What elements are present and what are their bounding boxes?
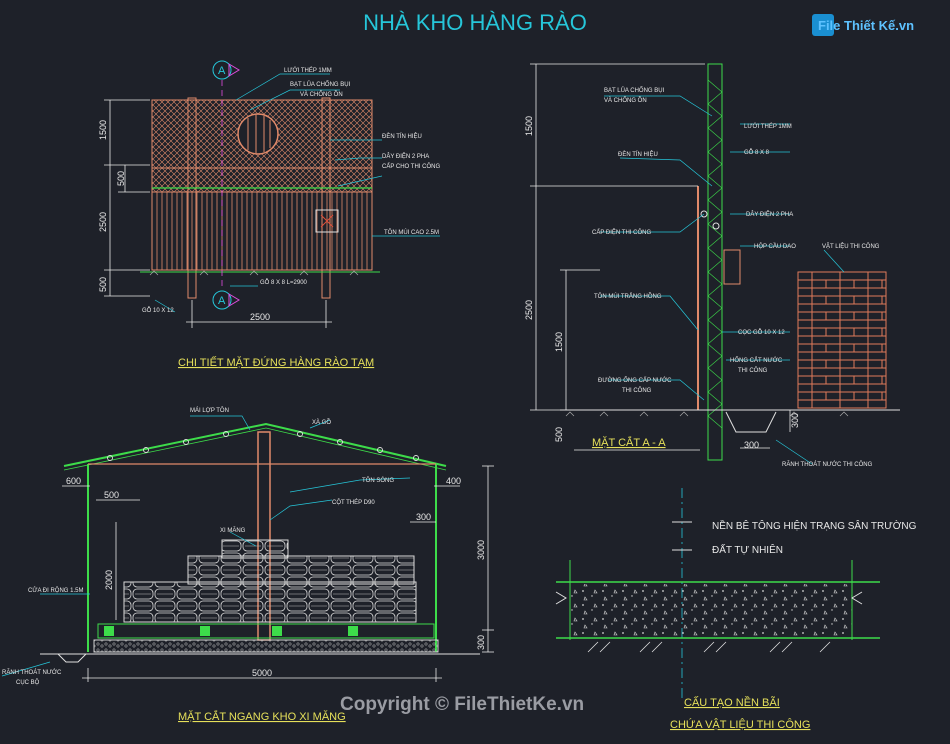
label-aa-pile: CỌC GỖ 10 X 12 xyxy=(738,329,785,336)
warehouse-section xyxy=(1,415,494,682)
label-wh-roof: MÁI LỢP TÔN xyxy=(190,407,229,414)
label-wh-door: CỬA ĐI RỘNG 1.5M xyxy=(28,587,83,594)
caption-warehouse: MẶT CẮT NGANG KHO XI MĂNG xyxy=(178,710,346,723)
section-aa xyxy=(530,63,900,465)
label-wood: GỖ 10 X 12 xyxy=(142,307,174,314)
label-supply: CẤP CHO THI CÔNG xyxy=(382,163,440,170)
dim-wh-600: 600 xyxy=(66,476,81,486)
dim-wh-400: 400 xyxy=(446,476,461,486)
dim-wh-300b: 300 xyxy=(476,635,486,650)
label-aa-mesh: LƯỚI THÉP 1MM xyxy=(744,123,792,130)
brand-logo: File Thiết Kế.vn xyxy=(812,12,920,40)
dim-aa-2500: 2500 xyxy=(524,300,534,320)
dim-aa-1500b: 1500 xyxy=(554,332,564,352)
label-wh-purlin: XÀ GỒ xyxy=(312,419,331,426)
label-wh-sheet: TÔN SÓNG xyxy=(362,477,394,484)
section-mark-top: A xyxy=(218,65,226,77)
switch-box xyxy=(723,249,741,285)
dim-aa-300b: 300 xyxy=(790,413,800,428)
cement-stack-top xyxy=(187,555,415,585)
label-aa-material: VẬT LIỆU THI CÔNG xyxy=(822,242,880,250)
caption-ground-1: CẤU TẠO NỀN BÃI xyxy=(684,696,780,709)
concrete-slab xyxy=(570,584,852,636)
label-tarp2: VÀ CHỐNG ỒN xyxy=(300,91,343,98)
dim-fence-500a: 500 xyxy=(116,171,126,186)
electric-box xyxy=(315,209,339,233)
label-concrete: NỀN BÊ TÔNG HIỆN TRẠNG SÂN TRƯỜNG xyxy=(712,519,917,532)
ground-structure xyxy=(555,488,880,700)
label-aa-cut: HỐNG CẮT NƯỚC xyxy=(730,356,783,364)
dim-fence-2500: 2500 xyxy=(98,212,108,232)
caption-section-aa: MẶT CẮT A - A xyxy=(592,436,666,449)
drawing-title: NHÀ KHO HÀNG RÀO xyxy=(363,10,587,35)
label-aa-drain: RÃNH THOÁT NƯỚC THI CÔNG xyxy=(782,461,873,468)
dim-wh-300: 300 xyxy=(416,512,431,522)
material-stack xyxy=(797,271,887,409)
label-signal: ĐÈN TÍN HIỆU xyxy=(382,132,422,140)
label-sheet: TÔN MÚI CAO 2.5M xyxy=(384,229,439,236)
cement-stack xyxy=(123,581,417,623)
label-wire: DÂY ĐIỆN 2 PHA xyxy=(382,152,429,160)
label-aa-tarp2: VÀ CHỐNG ỒN xyxy=(604,97,647,104)
section-mark-bottom: A xyxy=(218,295,226,307)
round-opening xyxy=(237,113,279,155)
dim-fence-1500: 1500 xyxy=(98,120,108,140)
fence-elevation xyxy=(104,60,440,328)
label-aa-box: HỘP CẦU DAO xyxy=(754,243,796,250)
dim-wh-500: 500 xyxy=(104,490,119,500)
label-aa-pipe: ĐƯỜNG ỐNG CẤP NƯỚC xyxy=(598,377,672,384)
gravel-base xyxy=(93,639,439,653)
copyright-watermark: Copyright © FileThietKe.vn xyxy=(340,694,585,715)
label-aa-power: CẤP ĐIỆN THI CÔNG xyxy=(592,228,651,236)
label-aa-work2: THI CÔNG xyxy=(622,387,652,394)
dim-fence-width: 2500 xyxy=(250,312,270,322)
label-aa-work: THI CÔNG xyxy=(738,367,768,374)
dim-aa-300a: 300 xyxy=(744,440,759,450)
dim-wh-3000: 3000 xyxy=(476,540,486,560)
logo-text: File Thiết Kế.vn xyxy=(818,18,915,33)
dim-wh-2000: 2000 xyxy=(104,570,114,590)
dim-fence-500b: 500 xyxy=(98,277,108,292)
dim-wh-5000: 5000 xyxy=(252,668,272,678)
label-wh-local: CỤC BỘ xyxy=(16,679,40,686)
logo-mark-icon xyxy=(812,14,834,36)
label-tarp: BẠT LỦA CHỐNG BỤI xyxy=(290,81,351,88)
label-natural-soil: ĐẤT TỰ NHIÊN xyxy=(712,543,783,556)
label-mesh: LƯỚI THÉP 1MM xyxy=(284,67,332,74)
label-aa-signal: ĐÈN TÍN HIỆU xyxy=(618,150,658,158)
corrugated-panel xyxy=(151,191,373,271)
dim-aa-1500: 1500 xyxy=(524,116,534,136)
caption-ground-2: CHỨA VẬT LIỆU THI CÔNG xyxy=(670,718,810,731)
label-aa-wire: DÂY ĐIỆN 2 PHA xyxy=(746,210,793,218)
dim-aa-500: 500 xyxy=(554,427,564,442)
label-aa-sheet: TÔN MÚI TRẮNG HỒNG xyxy=(594,292,662,300)
label-wh-cement: XI MĂNG xyxy=(220,527,246,534)
caption-fence: CHI TIẾT MẶT ĐỨNG HÀNG RÀO TẠM xyxy=(178,356,374,369)
label-aa-tarp: BẠT LỦA CHỐNG BỤI xyxy=(604,87,665,94)
label-wh-column: CỘT THÉP D90 xyxy=(332,499,375,506)
roof xyxy=(63,422,447,467)
label-wood2: GỖ 8 X 8 L=2900 xyxy=(260,279,308,286)
label-aa-wood: GỖ 8 X 8 xyxy=(744,149,770,156)
label-wh-drain: RÃNH THOÁT NƯỚC xyxy=(2,669,62,676)
